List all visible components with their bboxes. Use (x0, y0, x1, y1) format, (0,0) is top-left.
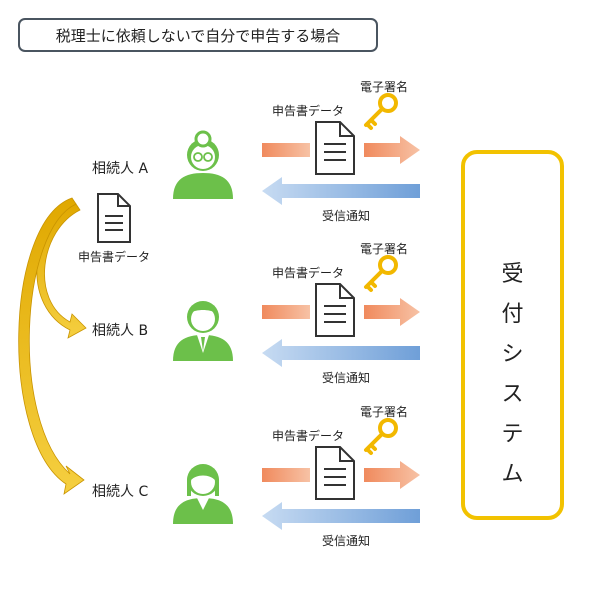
key-icon-c (364, 418, 398, 455)
share-arrow-to-c (18, 197, 85, 495)
person-man-icon (173, 301, 233, 361)
heir-label-b: 相続人 B (92, 323, 149, 339)
reception-system-box: 受 付 シ ス テ ム (461, 150, 564, 520)
send-arrow-c (262, 461, 420, 489)
send-arrow-a (262, 136, 420, 164)
person-elderly-woman-icon (173, 130, 233, 199)
doc-label-a: 申告書データ (272, 104, 345, 118)
key-icon-a (364, 93, 398, 130)
system-char-1: 受 (501, 262, 524, 287)
notice-label-b: 受信通知 (322, 371, 371, 385)
page-title-text: 税理士に依頼しないで自分で申告する場合 (55, 26, 341, 45)
document-icon-a (315, 121, 355, 175)
doc-label-b: 申告書データ (272, 266, 345, 280)
notice-label-a: 受信通知 (322, 209, 371, 223)
shared-doc-label: 申告書データ (78, 250, 151, 264)
send-arrow-b (262, 298, 420, 326)
row-a (173, 93, 420, 205)
signature-label-c: 電子署名 (360, 405, 409, 419)
system-char-3: シ (501, 342, 524, 367)
signature-label-b: 電子署名 (360, 242, 409, 256)
system-char-5: テ (501, 422, 524, 447)
receive-arrow-c (262, 502, 420, 530)
key-icon-b (364, 255, 398, 292)
system-char-4: ス (501, 382, 524, 407)
heir-label-a: 相続人 A (92, 161, 149, 177)
receive-arrow-a (262, 177, 420, 205)
document-icon-b (315, 283, 355, 337)
row-b (173, 255, 420, 367)
row-c (173, 418, 420, 530)
doc-label-c: 申告書データ (272, 429, 345, 443)
signature-label-a: 電子署名 (360, 80, 409, 94)
document-icon-c (315, 446, 355, 500)
shared-document-icon (97, 193, 131, 243)
receive-arrow-b (262, 339, 420, 367)
system-char-2: 付 (501, 302, 524, 327)
person-woman-icon (173, 464, 233, 524)
system-char-6: ム (501, 462, 524, 487)
heir-label-c: 相続人 C (92, 484, 149, 500)
page-title: 税理士に依頼しないで自分で申告する場合 (18, 18, 378, 52)
notice-label-c: 受信通知 (322, 534, 371, 548)
